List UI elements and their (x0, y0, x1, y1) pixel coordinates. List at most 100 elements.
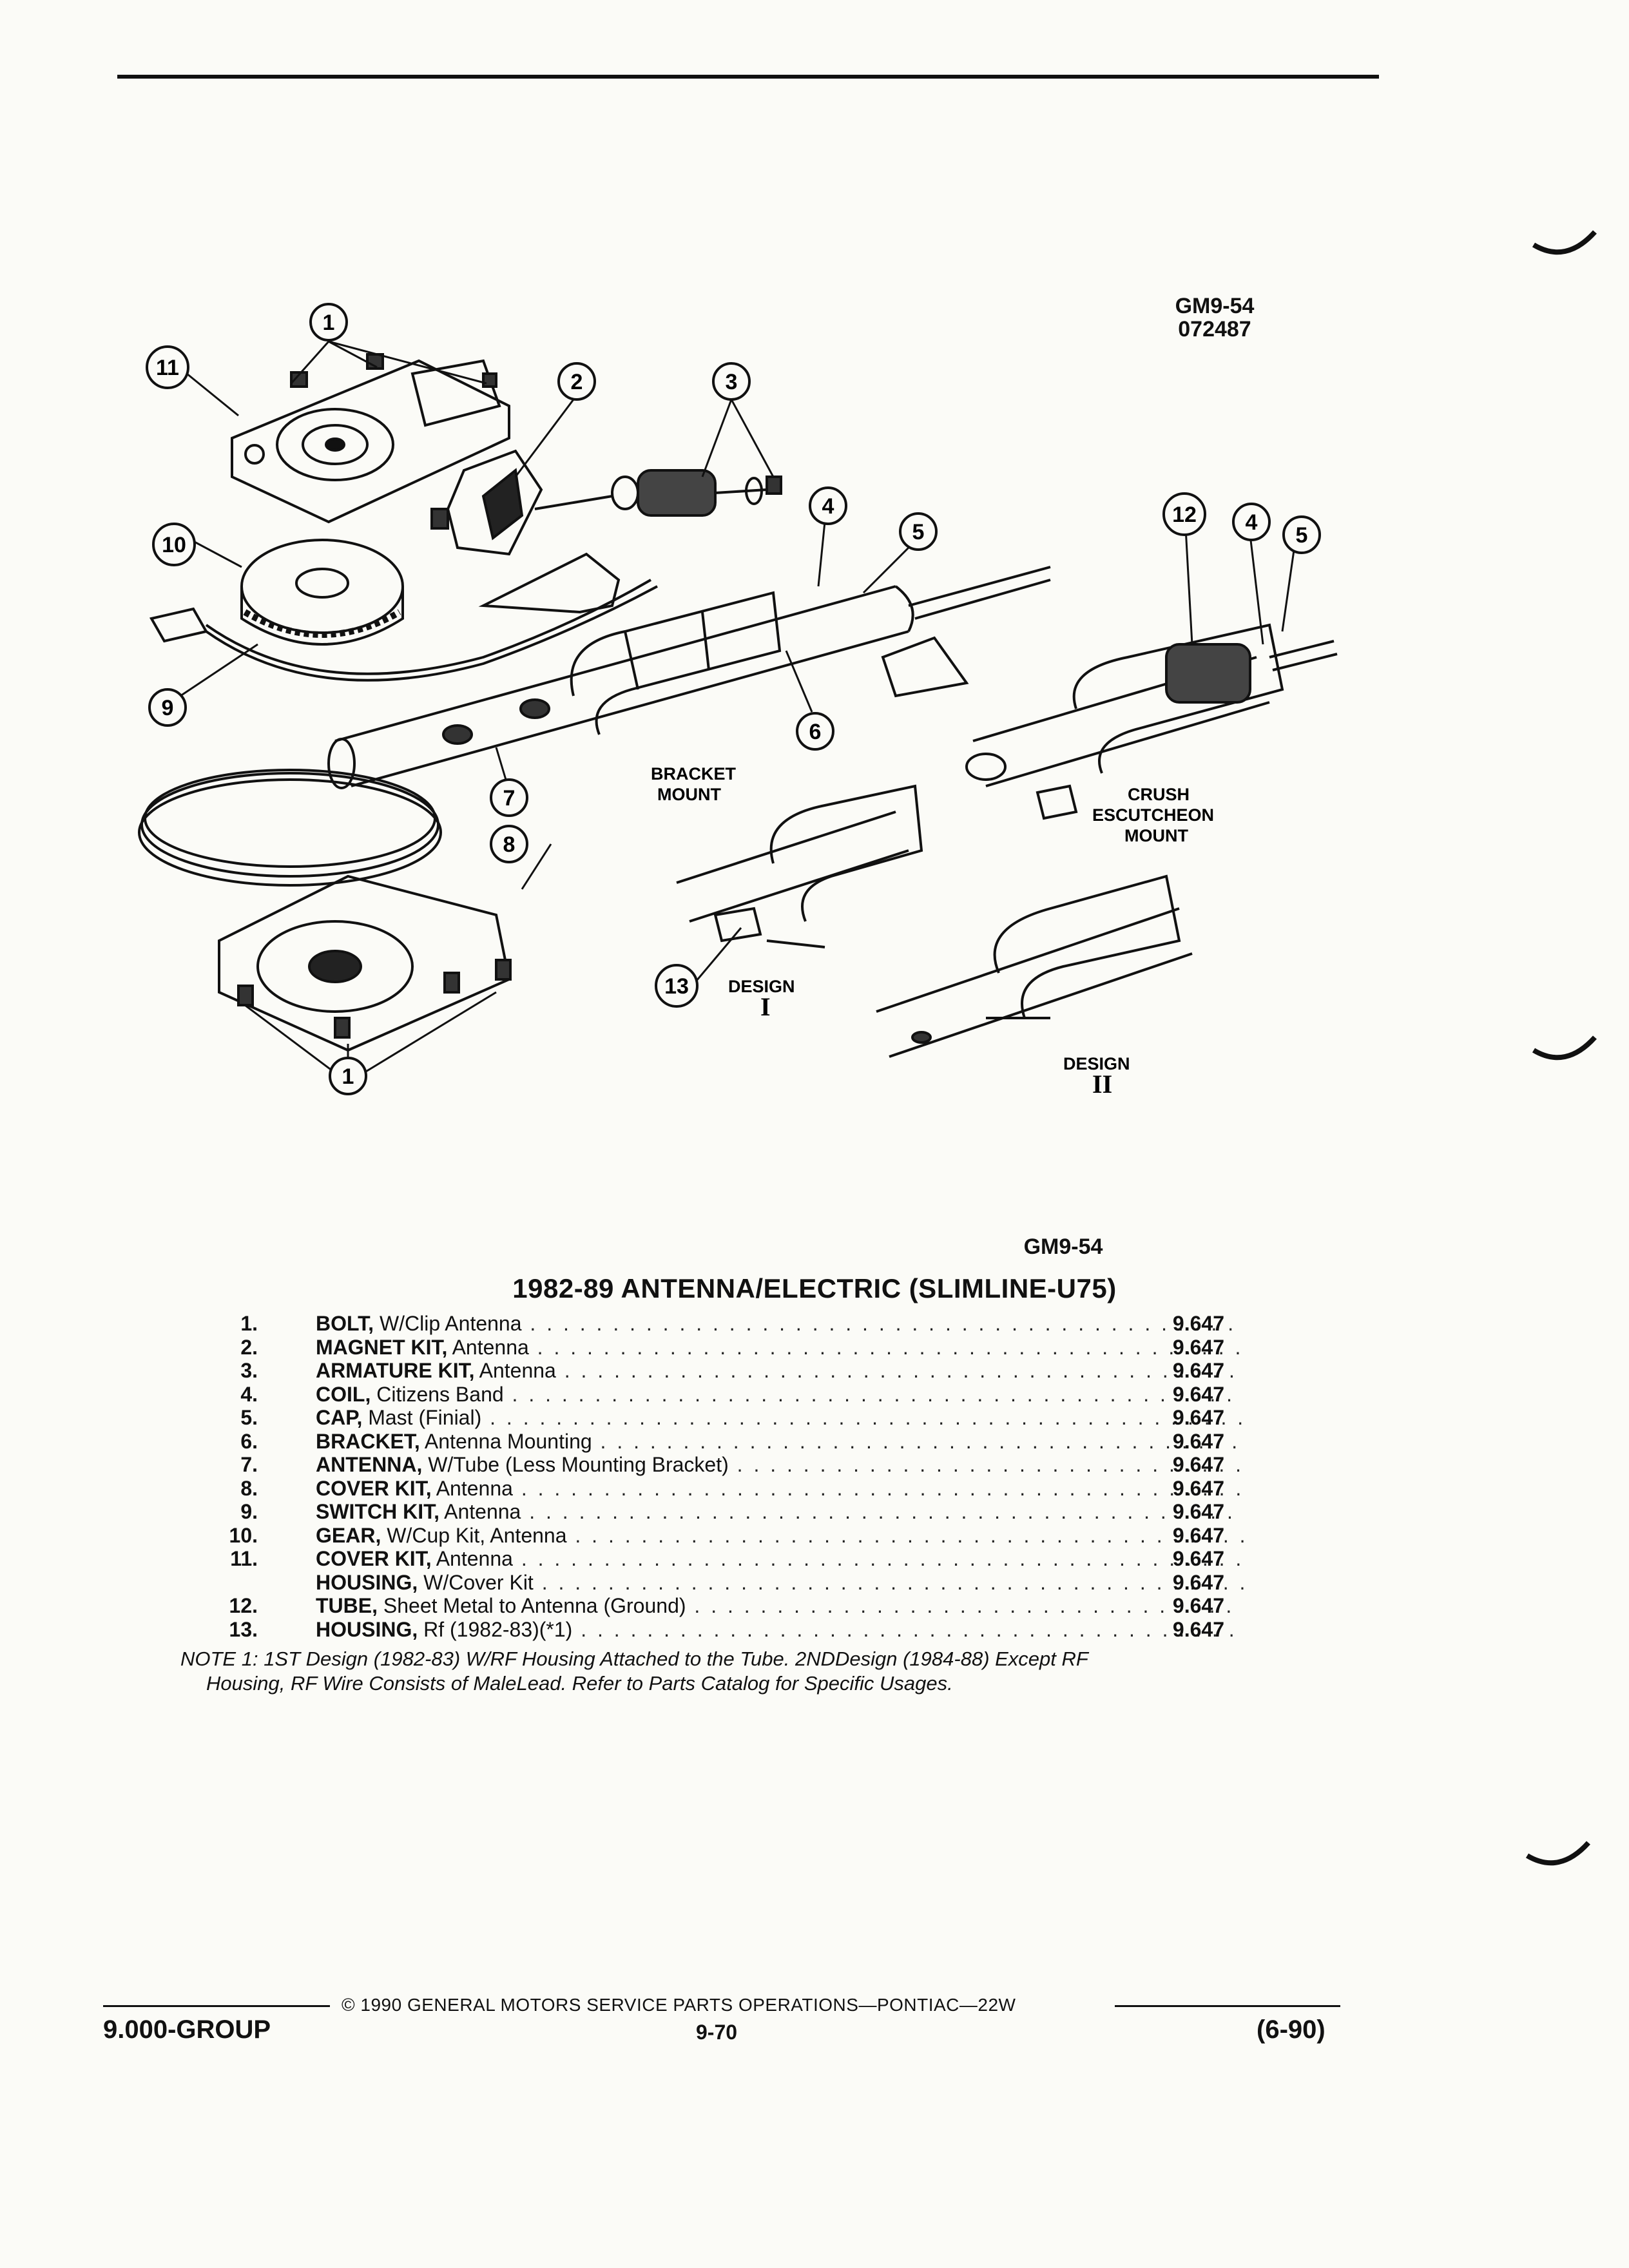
svg-text:1: 1 (342, 1064, 354, 1089)
part-name: COVER KIT, (316, 1476, 432, 1500)
part-detail: W/Clip Antenna (374, 1312, 522, 1335)
callout-13: 13 (655, 964, 699, 1008)
part-detail: Antenna (431, 1476, 513, 1500)
part-detail: W/Cup Kit, Antenna (381, 1523, 567, 1547)
callout-7: 7 (490, 778, 528, 817)
svg-text:5: 5 (912, 520, 925, 544)
antenna-exploded-diagram: 1 2 3 4 5 6 7 8 9 10 11 12 4 5 13 1 BRAC… (122, 245, 1424, 1160)
callout-6: 6 (796, 712, 834, 751)
footer-page-number: 9-70 (696, 2021, 738, 2044)
note: NOTE 1: 1ST Design (1982-83) W/RF Housin… (180, 1647, 1302, 1696)
parts-row: 3. ARMATURE KIT, Antenna . . . . . . . . … (168, 1359, 1244, 1383)
binder-marks (1525, 230, 1597, 1866)
part-description: COVER KIT, Antenna . . . . . . . . . . .… (316, 1477, 1244, 1501)
part-name: BRACKET, (316, 1429, 420, 1453)
part-code: 9.647 (1172, 1570, 1224, 1594)
part-description: COIL, Citizens Band . . . . . . . . . . … (316, 1383, 1244, 1407)
part-description: ANTENNA, W/Tube (Less Mounting Bracket) … (316, 1453, 1244, 1477)
part-crush-mount-assembly (965, 623, 1338, 820)
part-description: HOUSING, W/Cover Kit . . . . . . . . . .… (316, 1571, 1244, 1595)
part-number: 3. (240, 1359, 258, 1382)
leader-dots: . . . . . . . . . . . . . . . . . . . . … (575, 1523, 1244, 1547)
part-detail: W/Cover Kit (418, 1570, 534, 1594)
part-number: 10. (229, 1523, 258, 1547)
top-rule (117, 75, 1379, 79)
leader-dots: . . . . . . . . . . . . . . . . . . . . … (521, 1476, 1244, 1500)
part-name: GEAR, (316, 1523, 381, 1547)
leader-dots: . . . . . . . . . . . . . . . . . . . . … (581, 1617, 1244, 1641)
part-name: COVER KIT, (316, 1547, 432, 1570)
svg-text:13: 13 (664, 974, 689, 999)
callout-leaders (180, 340, 1296, 1084)
parts-list: 1.BOLT, W/Clip Antenna . . . . . . . . .… (168, 1312, 1244, 1642)
part-description: BRACKET, Antenna Mounting . . . . . . . … (316, 1430, 1244, 1454)
part-detail: Antenna (439, 1500, 521, 1523)
leader-dots: . . . . . . . . . . . . . . . . . . . . … (537, 1335, 1244, 1359)
parts-row: 2.MAGNET KIT, Antenna . . . . . . . . . … (168, 1336, 1244, 1360)
parts-row: 7. ANTENNA, W/Tube (Less Mounting Bracket… (168, 1453, 1244, 1477)
svg-text:8: 8 (503, 832, 516, 857)
leader-dots: . . . . . . . . . . . . . . . . . . . . … (541, 1570, 1244, 1594)
footer-rule-right (1115, 2005, 1340, 2007)
svg-text:9: 9 (162, 696, 174, 720)
svg-text:4: 4 (1246, 510, 1258, 535)
part-description: GEAR, W/Cup Kit, Antenna . . . . . . . .… (316, 1524, 1244, 1548)
part-description: BOLT, W/Clip Antenna . . . . . . . . . .… (316, 1312, 1244, 1336)
leader-dots: . . . . . . . . . . . . . . . . . . . . … (521, 1547, 1244, 1570)
svg-text:3: 3 (726, 370, 738, 394)
part-antenna-tube (327, 566, 1051, 789)
parts-row: 9. SWITCH KIT, Antenna . . . . . . . . . … (168, 1500, 1244, 1524)
callout-11: 11 (146, 345, 189, 389)
leader-dots: . . . . . . . . . . . . . . . . . . . . … (490, 1406, 1244, 1429)
parts-row: HOUSING, W/Cover Kit . . . . . . . . . .… (168, 1570, 1244, 1595)
leader-dots: . . . . . . . . . . . . . . . . . . . . … (600, 1429, 1244, 1453)
leader-dots: . . . . . . . . . . . . . . . . . . . . … (512, 1382, 1244, 1406)
svg-text:4: 4 (822, 494, 834, 519)
part-description: SWITCH KIT, Antenna . . . . . . . . . . … (316, 1500, 1244, 1524)
footer-copyright: © 1990 GENERAL MOTORS SERVICE PARTS OPER… (342, 1995, 1016, 2015)
leader-dots: . . . . . . . . . . . . . . . . . . . . … (737, 1453, 1244, 1476)
part-detail: Antenna (474, 1359, 556, 1382)
leader-dots: . . . . . . . . . . . . . . . . . . . . … (694, 1594, 1244, 1617)
footer-group: 9.000-GROUP (103, 2015, 271, 2044)
part-detail: Antenna (431, 1547, 513, 1570)
parts-row: 5.CAP, Mast (Finial) . . . . . . . . . .… (168, 1406, 1244, 1430)
callouts: 1 2 3 4 5 6 7 8 9 10 11 12 4 5 13 1 (146, 303, 1321, 1095)
part-name: ARMATURE KIT, (316, 1359, 475, 1382)
part-code: 9.647 (1172, 1523, 1224, 1547)
part-number: 6. (240, 1429, 258, 1453)
callout-4: 4 (809, 486, 847, 525)
callout-1-bottom: 1 (329, 1057, 367, 1095)
note-line-2: Housing, RF Wire Consists of MaleLead. R… (206, 1672, 953, 1695)
diagram-labels: BRACKET MOUNT CRUSH ESCUTCHEON MOUNT DES… (651, 764, 1214, 1099)
part-detail: Antenna (447, 1335, 529, 1359)
part-name: SWITCH KIT, (316, 1500, 439, 1523)
part-code: 9.647 (1172, 1429, 1224, 1453)
callout-3: 3 (712, 362, 751, 401)
part-number: 4. (240, 1382, 258, 1406)
part-description: HOUSING, Rf (1982-83)(*1) . . . . . . . … (316, 1618, 1244, 1642)
part-detail: Citizens Band (371, 1382, 504, 1406)
label-design-ii: DESIGN (1063, 1054, 1130, 1073)
antenna-diagram-svg: 1 2 3 4 5 6 7 8 9 10 11 12 4 5 13 1 BRAC… (138, 303, 1338, 1099)
part-description: MAGNET KIT, Antenna . . . . . . . . . . … (316, 1336, 1244, 1360)
part-code: 9.647 (1172, 1476, 1224, 1500)
note-line-1: NOTE 1: 1ST Design (1982-83) W/RF Housin… (180, 1648, 1088, 1670)
part-number: 11. (230, 1547, 258, 1570)
part-description: ARMATURE KIT, Antenna . . . . . . . . . … (316, 1359, 1244, 1383)
parts-row: 13. HOUSING, Rf (1982-83)(*1) . . . . . .… (168, 1617, 1244, 1642)
part-name: MAGNET KIT, (316, 1335, 448, 1359)
svg-text:1: 1 (323, 311, 335, 335)
part-number: 13. (229, 1617, 258, 1641)
part-number: 8. (240, 1476, 258, 1500)
part-code: 9.647 (1172, 1453, 1224, 1476)
part-detail: Rf (1982-83)(*1) (418, 1617, 573, 1641)
svg-text:11: 11 (156, 356, 179, 380)
part-number: 7. (240, 1453, 258, 1476)
part-code: 9.647 (1172, 1359, 1224, 1382)
part-number: 9. (240, 1500, 258, 1523)
part-name: ANTENNA, (316, 1453, 423, 1476)
label-crush-2: ESCUTCHEON (1092, 805, 1214, 825)
svg-text:7: 7 (503, 786, 516, 811)
figure-ref: GM9-54 072487 (1147, 294, 1282, 341)
